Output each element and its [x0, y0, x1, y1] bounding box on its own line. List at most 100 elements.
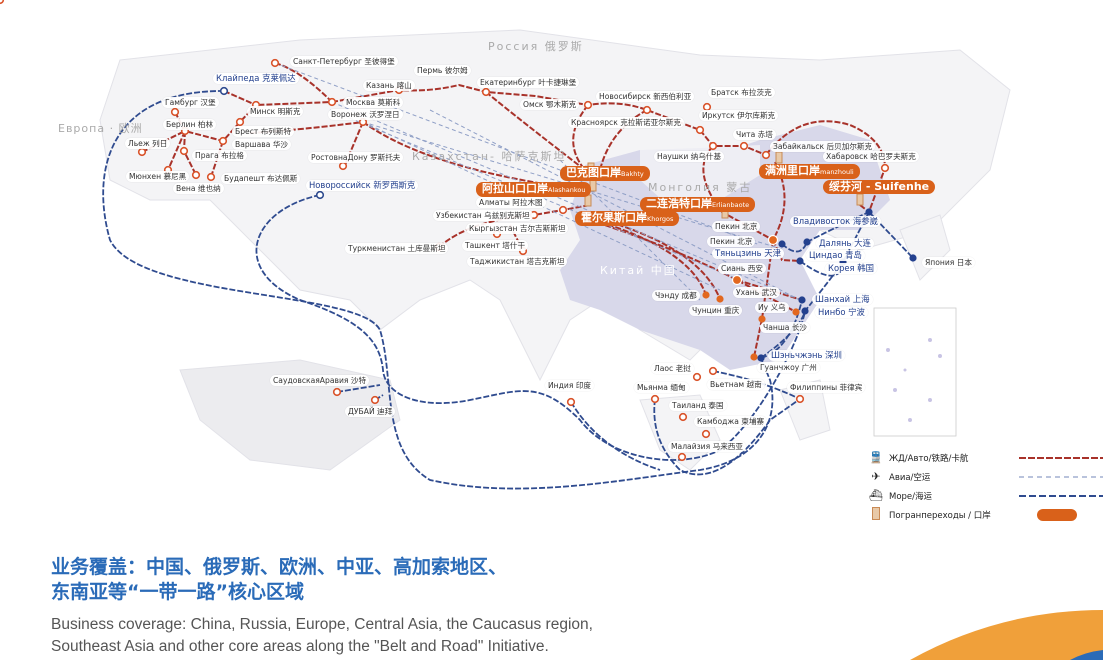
border-port-badge: 阿拉山口口岸Alashankou — [476, 182, 592, 197]
city-label: Пермь 彼尔姆 — [414, 65, 471, 76]
city-label: Тяньцзинь 天津 — [712, 248, 784, 259]
decorative-swoosh — [910, 610, 1103, 660]
city-label: РостовнаДону 罗斯托夫 — [308, 152, 404, 163]
city-marker — [795, 394, 805, 404]
city-marker — [678, 412, 688, 422]
city-marker — [757, 354, 765, 362]
city-label: Чанша 长沙 — [760, 322, 811, 333]
city-label: Забайкальск 后贝加尔斯克 — [770, 141, 876, 152]
city-label: Наушки 纳乌什基 — [654, 151, 725, 162]
city-marker — [739, 141, 749, 151]
port-name-en: manzhouli — [820, 168, 854, 176]
city-marker — [338, 161, 348, 171]
map-legend: 🚆 ЖД/Авто/铁路/卡航 ✈ Авиа/空运 ⛴ Море/海运 Погр… — [868, 448, 1103, 524]
region-label-europe: Европа · 欧洲 — [58, 122, 143, 135]
city-marker — [803, 238, 811, 246]
city-label: Иркутск 伊尔库斯克 — [699, 110, 779, 121]
title-line-1: 业务覆盖：中国、俄罗斯、欧洲、中亚、高加索地区、 — [51, 556, 508, 578]
city-marker — [701, 429, 711, 439]
city-label: Мьянма 缅甸 — [634, 382, 689, 393]
city-marker — [650, 394, 660, 404]
city-label: Гуанчжоу 广州 — [757, 362, 820, 373]
rail-route — [485, 91, 586, 171]
city-marker — [206, 172, 216, 182]
sea-route — [806, 211, 870, 243]
city-marker — [170, 107, 180, 117]
city-label: ДУБАЙ 迪拜 — [345, 406, 396, 417]
city-label: Новосибирск 新西伯利亚 — [596, 91, 695, 102]
city-label: Лаос 老挝 — [651, 363, 694, 374]
border-gate-icon — [775, 151, 783, 164]
rail-route — [141, 128, 188, 171]
city-marker — [370, 395, 380, 405]
air-route — [329, 109, 741, 281]
city-label: Циндао 青岛 — [806, 250, 865, 261]
city-marker — [481, 87, 491, 97]
sea-route — [712, 370, 801, 400]
rail-route — [609, 221, 721, 300]
city-marker — [695, 125, 705, 135]
city-label: Берлин 柏林 — [163, 119, 217, 130]
inset-map — [873, 307, 957, 437]
sea-route — [653, 398, 801, 476]
city-label: Вьетнам 越南 — [707, 379, 765, 390]
city-label: Шэньчжэнь 深圳 — [768, 350, 845, 361]
coverage-description-en: Business coverage: China, Russia, Europe… — [51, 614, 593, 658]
city-label: Минск 明斯克 — [247, 106, 304, 117]
city-marker — [642, 105, 652, 115]
city-label: Чэнду 成都 — [652, 290, 700, 301]
city-label: Пекин 北京 — [712, 221, 761, 232]
port-badge-sample — [1037, 508, 1077, 521]
city-label: Гамбург 汉堡 — [162, 97, 219, 108]
city-marker — [767, 234, 779, 246]
city-label: Омск 鄂木斯克 — [520, 99, 580, 110]
city-label: Ташкент 塔什干 — [462, 240, 529, 251]
legend-item-rail: 🚆 ЖД/Авто/铁路/卡航 — [868, 448, 1103, 467]
city-label: Казань 喀山 — [363, 80, 415, 91]
city-label: Таиланд 泰国 — [669, 400, 727, 411]
rail-route — [599, 221, 707, 296]
city-marker — [750, 353, 758, 361]
port-name-en: Khorgos — [647, 215, 674, 223]
rail-route — [772, 239, 801, 262]
city-marker — [702, 291, 710, 299]
rail-route — [223, 90, 257, 106]
title-line-2: 东南亚等“一带一路”核心区域 — [51, 581, 304, 603]
port-name-en: Erlianbaote — [712, 201, 750, 209]
city-label: Узбекистан 乌兹别克斯坦 — [433, 210, 533, 221]
border-port-badge: 满洲里口岸manzhouli — [759, 164, 860, 179]
city-marker — [778, 240, 786, 248]
city-label: Красноярск 克拉斯诺亚尔斯克 — [568, 117, 684, 128]
rail-route — [274, 62, 333, 103]
ship-icon: ⛴ — [869, 489, 883, 502]
city-label: Клайпеда 克莱佩达 — [213, 73, 299, 84]
air-route — [559, 159, 701, 301]
city-label: Далянь 大连 — [816, 238, 874, 249]
city-label: Варшава 华沙 — [232, 139, 292, 150]
port-name-en: Alashankou — [548, 186, 586, 194]
border-port-badge: 二连浩特口岸Erlianbaote — [640, 197, 756, 212]
city-marker — [270, 58, 280, 68]
legend-item-port: Погранпереходы / 口岸 — [868, 505, 1103, 524]
city-label: СаудовскаяАравия 沙特 — [270, 375, 370, 386]
border-port-badge: 绥芬河 - Suifenhe — [823, 180, 936, 194]
city-marker — [880, 163, 890, 173]
rail-line-sample — [1019, 456, 1103, 459]
city-label: Туркменистан 土库曼斯坦 — [345, 243, 449, 254]
city-label: Чунцин 重庆 — [689, 305, 743, 316]
city-label: Япония 日本 — [922, 257, 975, 268]
city-label: Прага 布拉格 — [192, 150, 248, 161]
air-line-sample — [1019, 475, 1103, 478]
city-label: Шанхай 上海 — [812, 294, 873, 305]
city-marker — [332, 387, 342, 397]
city-marker — [692, 372, 702, 382]
rail-route — [572, 104, 589, 171]
city-marker — [219, 86, 229, 96]
city-label: Екатеринбург 叶卡捷琳堡 — [477, 77, 580, 88]
sea-route — [570, 401, 661, 471]
city-label: Нинбо 宁波 — [815, 307, 868, 318]
city-label: Будапешт 布达佩斯 — [221, 173, 301, 184]
city-marker — [796, 257, 804, 265]
city-label: Сиань 西安 — [718, 263, 766, 274]
coverage-title-cn: 业务覆盖：中国、俄罗斯、欧洲、中亚、高加索地区、 东南亚等“一带一路”核心区域 — [51, 555, 507, 605]
